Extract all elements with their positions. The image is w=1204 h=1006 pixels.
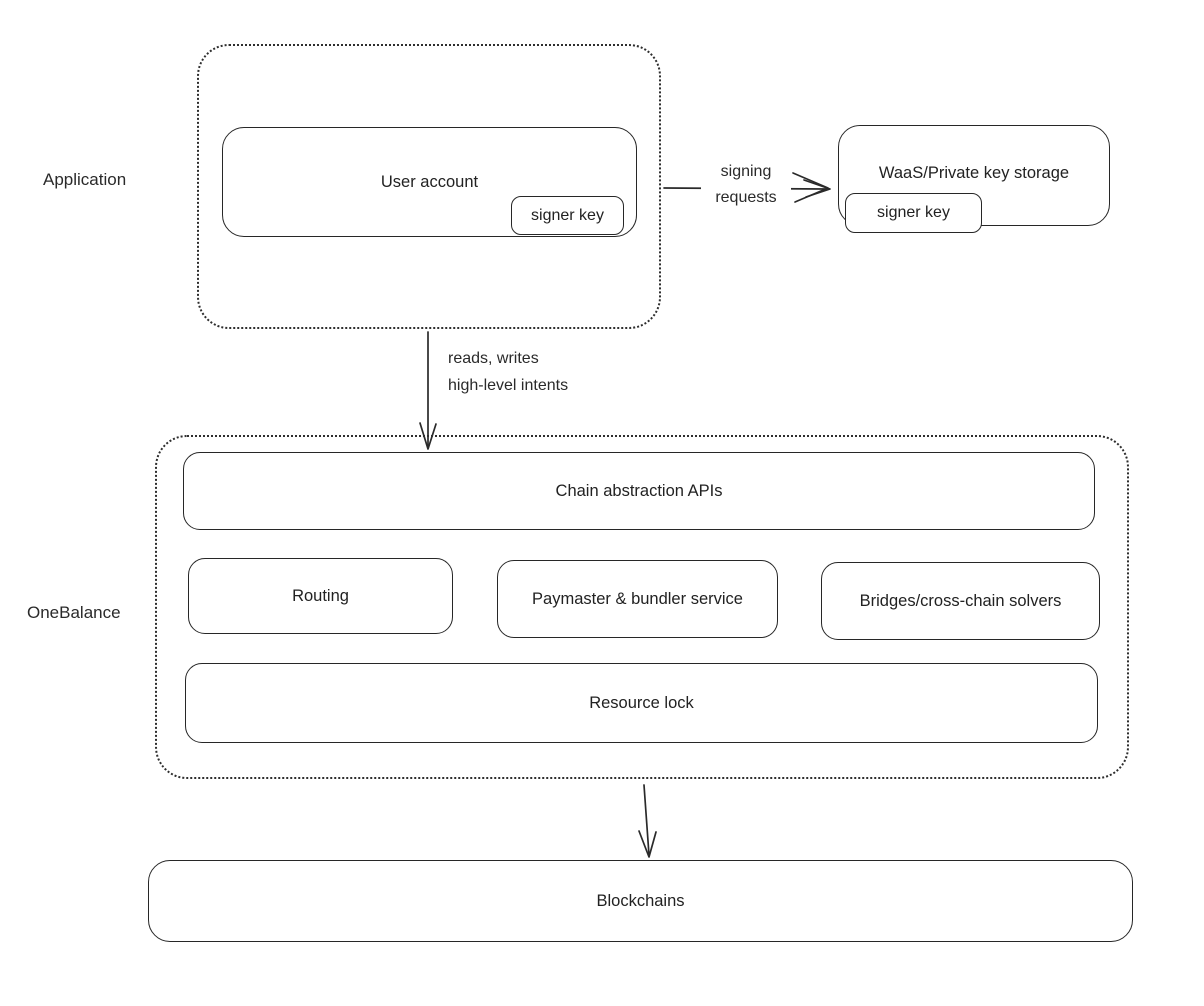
- user-signer-key-label: signer key: [531, 206, 604, 224]
- paymaster-box: Paymaster & bundler service: [497, 560, 778, 638]
- chain-apis-label: Chain abstraction APIs: [555, 481, 723, 500]
- paymaster-label: Paymaster & bundler service: [532, 589, 743, 608]
- onebalance-label: OneBalance: [27, 603, 121, 622]
- chain-apis-box: Chain abstraction APIs: [183, 452, 1095, 530]
- signing-requests-label: signing requests: [701, 159, 791, 211]
- user-signer-key-box: signer key: [511, 196, 624, 235]
- waas-signer-key-label: signer key: [877, 204, 950, 221]
- bridges-label: Bridges/cross-chain solvers: [859, 591, 1062, 610]
- bridges-box: Bridges/cross-chain solvers: [821, 562, 1100, 640]
- blockchains-box: Blockchains: [148, 860, 1133, 942]
- reads-writes-arrow: [419, 331, 437, 450]
- application-container: [197, 44, 661, 329]
- waas-title: WaaS/Private key storage: [878, 164, 1070, 182]
- user-account-title: User account: [380, 172, 479, 191]
- blockchains-label: Blockchains: [596, 891, 685, 910]
- onebalance-container: [155, 435, 1129, 779]
- routing-label: Routing: [292, 586, 349, 605]
- resource-lock-box: Resource lock: [185, 663, 1098, 743]
- waas-signer-key-box: signer key: [845, 193, 982, 233]
- reads-writes-label: reads, writes high-level intents: [448, 345, 569, 399]
- resource-lock-label: Resource lock: [589, 693, 694, 712]
- blockchains-arrow: [638, 784, 657, 858]
- routing-box: Routing: [188, 558, 453, 634]
- application-label: Application: [43, 170, 127, 189]
